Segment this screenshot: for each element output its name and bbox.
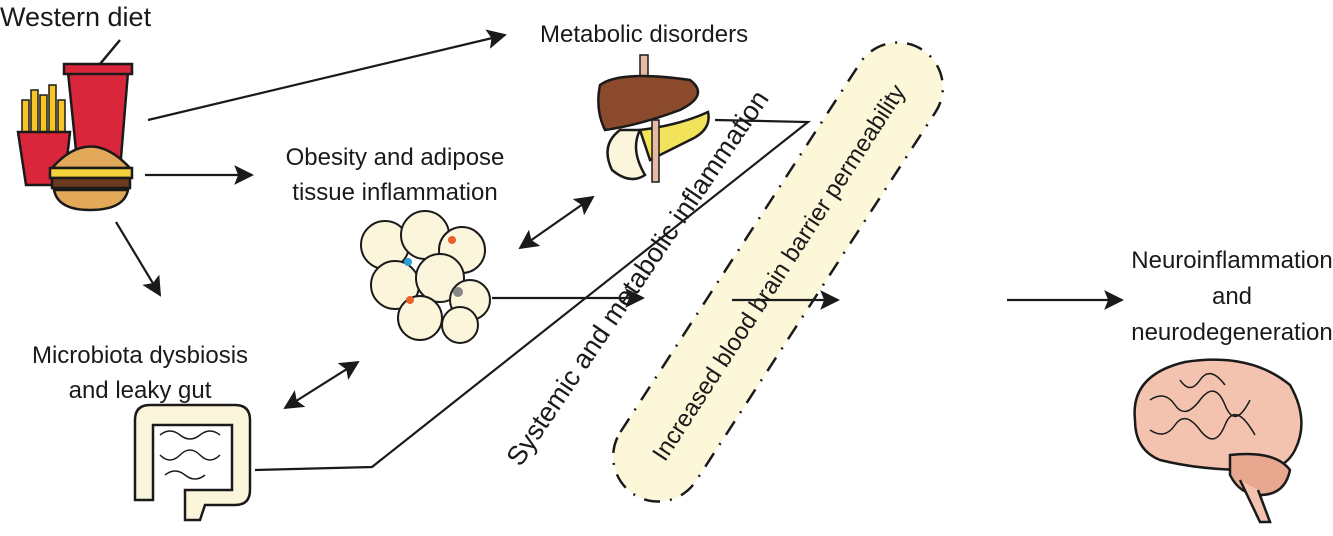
- neuro-label-line1: Neuroinflammation: [1131, 247, 1332, 274]
- intestine-icon: [133, 403, 252, 522]
- arrow-obesity-metabolic: [518, 195, 595, 250]
- neuro-label-line2: and: [1212, 283, 1252, 310]
- obesity-label-line2: tissue inflammation: [292, 179, 497, 206]
- microbiota-label-line1: Microbiota dysbiosis: [32, 342, 248, 369]
- fast-food-icon: [16, 39, 134, 212]
- adipose-cells-icon: [360, 210, 491, 344]
- arrow-microbiota-obesity: [283, 360, 360, 410]
- metabolic-disorders-label: Metabolic disorders: [540, 21, 748, 48]
- microbiota-label-line2: and leaky gut: [69, 377, 212, 404]
- western-diet-label: Western diet: [0, 2, 152, 32]
- neuro-label-line3: neurodegeneration: [1131, 319, 1333, 346]
- liver-pancreas-icon: [597, 54, 710, 183]
- arrow-diet-to-metabolic: [147, 29, 507, 122]
- brain-icon: [1133, 358, 1303, 524]
- obesity-label-line1: Obesity and adipose: [286, 144, 505, 171]
- systemic-connector-line: [254, 118, 812, 472]
- arrow-diet-to-microbiota: [115, 221, 162, 297]
